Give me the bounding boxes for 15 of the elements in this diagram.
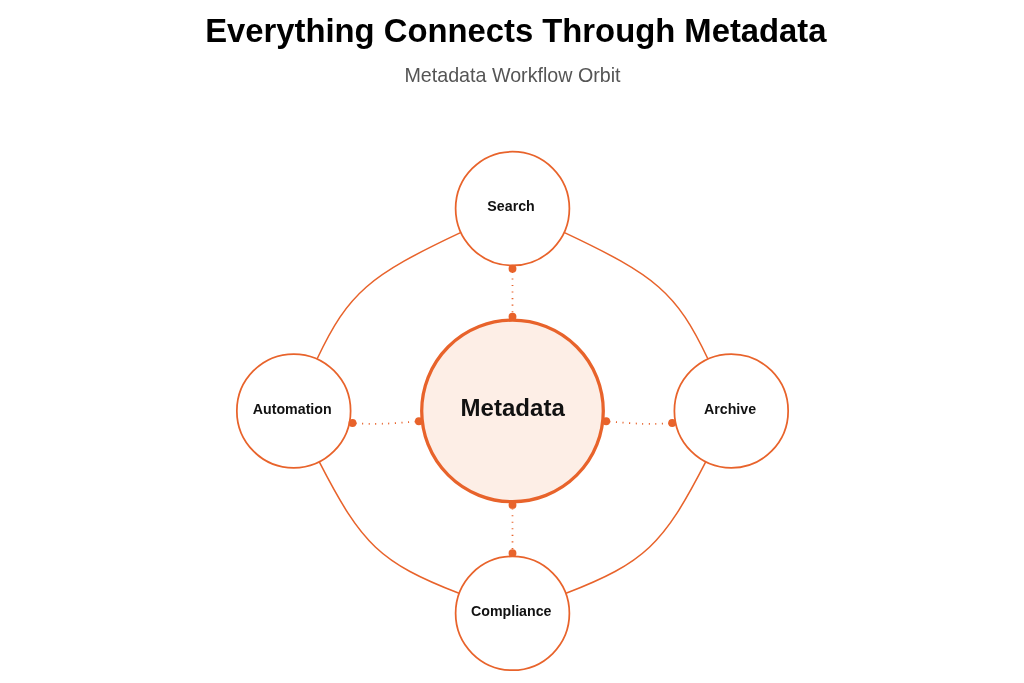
node-circle: Archive bbox=[673, 353, 789, 469]
connector bbox=[564, 461, 706, 595]
label: Metadata Workflow Orbit bbox=[403, 64, 621, 87]
node-circle: Search bbox=[454, 150, 570, 267]
connector bbox=[348, 417, 423, 427]
connector bbox=[601, 417, 676, 427]
connector bbox=[508, 500, 516, 558]
node-circle: Compliance bbox=[454, 555, 570, 672]
connector bbox=[563, 231, 709, 360]
connector bbox=[318, 461, 460, 595]
connector bbox=[508, 264, 516, 321]
node-circle: Automation bbox=[235, 353, 351, 469]
diagram-title: Everything Connects Through Metadata bbox=[204, 12, 827, 50]
node-circle: Metadata bbox=[419, 318, 605, 504]
connector bbox=[315, 231, 461, 360]
